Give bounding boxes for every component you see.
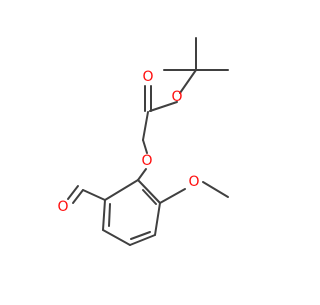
bond-ch2-to-aryl-oxygen (142, 139, 148, 154)
aryl-ether-oxygen-label: O (141, 153, 152, 169)
bond-aldehyde-double-a (72, 189, 84, 204)
structure-canvas: O O O O O (57, 37, 229, 246)
bond-ring-to-aldehyde-carbon (82, 189, 106, 201)
atom-labels: O O O O O (57, 69, 199, 215)
methoxy-oxygen-label: O (188, 174, 199, 190)
bond-ring-to-methoxy-oxygen (159, 188, 186, 204)
bond-carbonyl-to-ch2 (142, 111, 149, 141)
bond-ring-5-6 (102, 199, 106, 231)
aldehyde-oxygen-label: O (57, 199, 68, 215)
bond-aldehyde-double-b (67, 185, 79, 200)
bond-ring-inner-1 (142, 189, 157, 205)
bond-ring-inner-3 (108, 203, 111, 227)
bond-ring-3-4 (129, 234, 156, 246)
bond-ring-1-2 (137, 179, 161, 204)
bond-ring-4-5 (102, 229, 131, 246)
bond-methoxy-oxygen-to-methyl (202, 181, 229, 198)
bond-ester-oxygen-to-carbonyl (149, 101, 178, 112)
ester-ether-oxygen-label: O (171, 89, 182, 105)
molecule-structure: O O O O O (57, 37, 229, 246)
bond-tbu-to-oxygen (179, 69, 197, 94)
bond-ring-2-3 (154, 202, 161, 236)
bonds (67, 37, 229, 246)
ester-carbonyl-oxygen-label: O (142, 69, 153, 85)
bond-ring-inner-2 (130, 231, 151, 240)
bond-ring-6-1 (104, 179, 139, 201)
bond-aryl-oxygen-to-ring (137, 168, 147, 181)
